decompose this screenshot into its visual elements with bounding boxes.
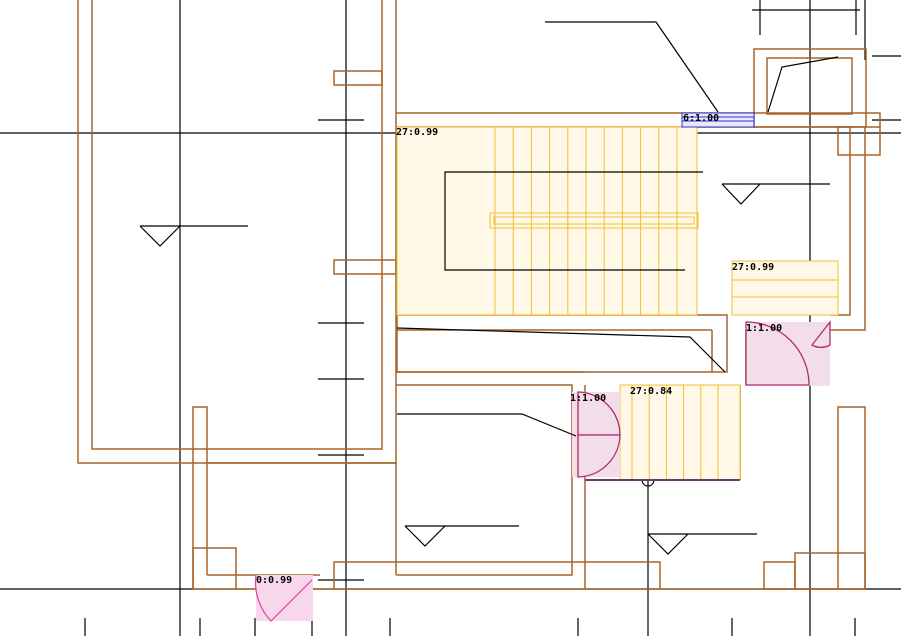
window-symbol	[681, 112, 755, 128]
right-stair	[731, 260, 839, 316]
label-stair-small: 27:0.84	[630, 386, 672, 397]
level-markers	[139, 21, 839, 555]
small-stair	[585, 384, 741, 481]
label-window: 6:1.00	[683, 113, 719, 124]
door-bottom	[254, 574, 313, 622]
main-stair	[396, 126, 703, 316]
labels: 27:0.99 6:1.00 27:0.99 1:1.00 1:1.00 27:…	[256, 113, 782, 586]
label-door-bottom: 0:0.99	[256, 575, 292, 586]
walls	[77, 0, 881, 590]
label-door-right: 1:1.00	[746, 323, 782, 334]
stair-treads	[494, 127, 678, 315]
door-mid	[572, 391, 621, 478]
label-stair-main: 27:0.99	[396, 127, 438, 138]
door-right	[745, 320, 831, 386]
label-door-mid: 1:1.00	[570, 393, 606, 404]
label-stair-right: 27:0.99	[732, 262, 774, 273]
